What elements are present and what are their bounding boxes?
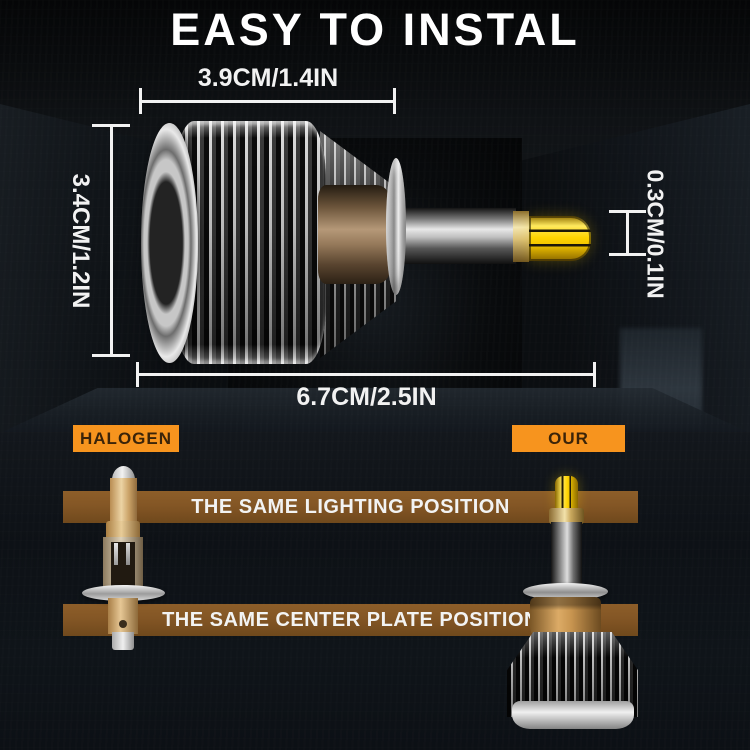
bulb-shaft [398, 208, 516, 264]
dimension-tip-label: 0.3CM/0.1IN [642, 169, 669, 299]
dimension-length-line [137, 373, 596, 376]
our-tag: OUR [512, 425, 625, 452]
halogen-base-hole [119, 620, 127, 628]
dimension-tip-tick-bottom [609, 253, 646, 256]
brass-collar [318, 185, 390, 284]
led-shaft [551, 522, 582, 587]
heatsink-end-cap [141, 123, 198, 363]
dimension-width-line [140, 100, 396, 103]
led-center-plate [523, 583, 608, 600]
dimension-tip-line [626, 211, 629, 256]
dimension-height-line [110, 126, 113, 356]
dimension-height-tick-top [92, 124, 130, 127]
halogen-base [108, 598, 138, 634]
dimension-height-label: 3.4CM/1.2IN [67, 173, 94, 309]
led-chip-tip [529, 216, 591, 261]
dimension-length-tick-left [136, 362, 139, 387]
dimension-width-tick-right [393, 88, 396, 114]
dimension-tip-tick-top [609, 210, 646, 213]
halogen-tag: HALOGEN [73, 425, 179, 452]
lighting-position-banner: THE SAME LIGHTING POSITION [63, 491, 638, 523]
halogen-glass-dome [112, 466, 135, 480]
halogen-filament-support [126, 543, 130, 565]
dimension-length-label: 6.7CM/2.5IN [296, 383, 437, 411]
halogen-connector-tab [112, 632, 134, 650]
halogen-center-plate [82, 585, 165, 601]
gold-ring [513, 211, 529, 262]
led-chip-tip [555, 476, 578, 512]
led-base-ring [512, 701, 634, 729]
mounting-flange [386, 158, 406, 295]
halogen-neck [106, 521, 140, 541]
dimension-width-tick-left [139, 88, 142, 114]
led-gold-collar [549, 508, 584, 524]
halogen-glass-upper [110, 478, 137, 525]
page-title: EASY TO INSTAL [170, 4, 580, 55]
dimension-width-label: 3.9CM/1.4IN [197, 64, 339, 92]
dimension-length-tick-right [593, 362, 596, 387]
halogen-filament-support [114, 543, 118, 565]
dimension-height-tick-bottom [92, 354, 130, 357]
